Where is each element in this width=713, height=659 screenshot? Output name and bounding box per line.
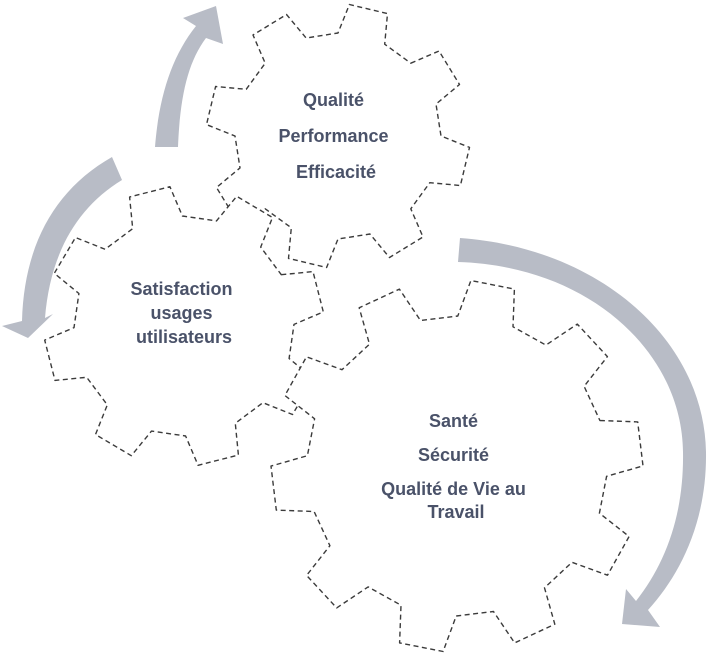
- gear-satisfaction-outline: [44, 186, 324, 466]
- arrow-down-left: [2, 157, 122, 338]
- arrow-up-to-quality: [155, 6, 223, 147]
- gear-quality-label: Qualité Performance Efficacité: [278, 90, 393, 182]
- gear-quality-line-1: Qualité: [303, 90, 364, 110]
- gear-health: Santé Sécurité Qualité de Vie au Travail: [270, 279, 644, 653]
- gear-satisfaction-line-2: usages: [150, 303, 212, 323]
- gear-quality-line-2: Performance: [278, 126, 388, 146]
- gear-satisfaction-line-1: Satisfaction: [130, 279, 232, 299]
- gear-quality-line-3: Efficacité: [296, 162, 376, 182]
- gear-satisfaction-label: Satisfaction usages utilisateurs: [130, 279, 237, 347]
- gear-satisfaction: Satisfaction usages utilisateurs: [44, 186, 324, 466]
- gear-health-line-4: Travail: [427, 502, 484, 522]
- gear-health-outline: [270, 279, 644, 653]
- cycle-arrows: [2, 6, 707, 627]
- gear-quality: Qualité Performance Efficacité: [205, 3, 471, 269]
- gear-satisfaction-line-3: utilisateurs: [136, 327, 232, 347]
- gear-quality-outline: [205, 3, 471, 269]
- gear-health-line-2: Sécurité: [418, 445, 489, 465]
- gear-health-line-3: Qualité de Vie au: [381, 479, 526, 499]
- gear-health-label: Santé Sécurité Qualité de Vie au Travail: [381, 411, 531, 522]
- gear-health-line-1: Santé: [429, 411, 478, 431]
- arrow-down-right: [458, 238, 707, 627]
